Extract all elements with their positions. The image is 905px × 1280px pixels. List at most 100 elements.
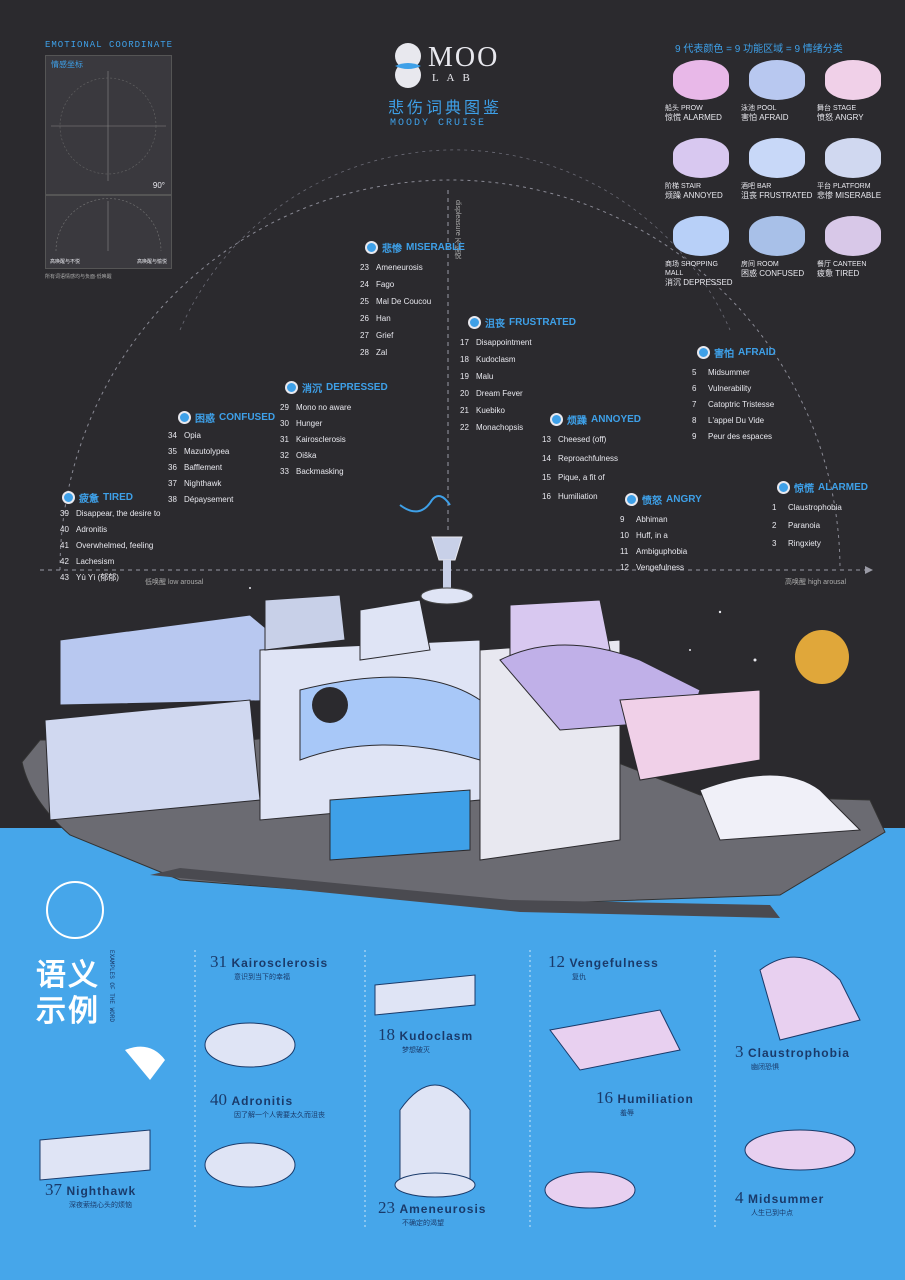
logo-text: MOO: [428, 42, 500, 73]
platform-icon: [825, 138, 881, 178]
canteen-icon: [825, 216, 881, 256]
page-subtitle: MOODY CRUISE: [390, 118, 487, 129]
card-subtitle: 意识到当下的幸福: [234, 974, 290, 981]
room-bed-icon: [749, 216, 805, 256]
card-number: 16: [596, 1088, 613, 1107]
card-subtitle: 幽闭恐惧: [751, 1064, 779, 1071]
logo-sub: L A B: [432, 72, 473, 84]
logo-mark-icon: [395, 43, 421, 88]
stage-icon: [825, 60, 881, 100]
category-dot-icon: [62, 491, 75, 504]
legend-item: 舞台 STAGE 愤怒 ANGRY: [817, 60, 889, 122]
card-subtitle: 梦想破灭: [402, 1047, 430, 1054]
card-number: 4: [735, 1188, 744, 1207]
card-title: Vengefulness: [569, 956, 659, 970]
legend-item: 泳池 POOL 害怕 AFRAID: [741, 60, 813, 122]
category-dot-icon: [468, 316, 481, 329]
card-title: Humiliation: [617, 1092, 694, 1106]
examples-title: 语义示例: [36, 959, 100, 1028]
example-card: 12 Vengefulness 复仇: [548, 952, 708, 982]
vertical-axis-label: displeasure 不愉悦: [454, 200, 461, 259]
card-title: Kairosclerosis: [231, 956, 329, 970]
category-dot-icon: [625, 493, 638, 506]
shopping-cart-icon: [673, 216, 729, 256]
legend-item: 餐厅 CANTEEN 疲惫 TIRED: [817, 216, 889, 278]
coordinate-note: 所有词语情感均与负面·低唤醒: [45, 274, 112, 280]
example-card: 37 Nighthawk 深夜萦绕心头的烦恼: [45, 1180, 195, 1210]
example-card: 31 Kairosclerosis 意识到当下的幸福: [210, 952, 360, 982]
category-dot-icon: [178, 411, 191, 424]
legend-grid: 船头 PROW 惊慌 ALARMED 泳池 POOL 害怕 AFRAID 舞台 …: [665, 60, 895, 300]
coord-box-label: 情感坐标: [51, 60, 83, 69]
legend-title: 9 代表颜色 = 9 功能区域 = 9 情绪分类: [675, 44, 843, 55]
card-number: 40: [210, 1090, 227, 1109]
category-dot-icon: [697, 346, 710, 359]
axis-low-label: 高唤醒与不悦: [50, 259, 81, 265]
card-number: 37: [45, 1180, 62, 1199]
example-card: 16 Humiliation 羞辱: [596, 1088, 716, 1118]
stair-icon: [673, 138, 729, 178]
card-number: 31: [210, 952, 227, 971]
card-number: 12: [548, 952, 565, 971]
category-dot-icon: [777, 481, 790, 494]
bar-icon: [749, 138, 805, 178]
card-subtitle: 不确定的渴望: [402, 1220, 444, 1227]
card-title: Midsummer: [747, 1192, 825, 1206]
pool-icon: [749, 60, 805, 100]
card-title: Ameneurosis: [399, 1202, 487, 1216]
category-dot-icon: [550, 413, 563, 426]
card-subtitle: 人生已到中点: [751, 1210, 793, 1217]
card-number: 18: [378, 1025, 395, 1044]
card-subtitle: 复仇: [572, 974, 586, 981]
card-title: Adronitis: [231, 1094, 294, 1108]
legend-item: 船头 PROW 惊慌 ALARMED: [665, 60, 737, 122]
legend-item: 商场 SHOPPING MALL 消沉 DEPRESSED: [665, 216, 737, 287]
axis-high-arousal: 高唤醒 high arousal: [785, 579, 847, 586]
card-number: 23: [378, 1198, 395, 1217]
legend-item: 房间 ROOM 困惑 CONFUSED: [741, 216, 813, 278]
emotion-coordinate-subchart: 高唤醒与不悦 高唤醒与愉悦: [45, 195, 172, 269]
card-subtitle: 深夜萦绕心头的烦恼: [69, 1202, 132, 1209]
example-card: 3 Claustrophobia 幽闭恐惧: [735, 1042, 895, 1072]
emotional-coordinate-title: EMOTIONAL COORDINATE: [45, 40, 174, 50]
card-subtitle: 羞辱: [620, 1110, 634, 1117]
ship-prow-icon: [673, 60, 729, 100]
legend-item: 阶梯 STAIR 烦躁 ANNOYED: [665, 138, 737, 200]
card-number: 3: [735, 1042, 744, 1061]
card-title: Nighthawk: [66, 1184, 137, 1198]
example-card: 18 Kudoclasm 梦想破灭: [378, 1025, 528, 1055]
category-dot-icon: [365, 241, 378, 254]
axis-low-arousal: 低唤醒 low arousal: [145, 579, 204, 586]
example-card: 4 Midsummer 人生已到中点: [735, 1188, 895, 1218]
example-card: 23 Ameneurosis 不确定的渴望: [378, 1198, 528, 1228]
examples-title-en: EXAMPLES OF THE WORD: [108, 950, 115, 1023]
card-subtitle: 因了解一个人需要太久而沮丧: [234, 1112, 325, 1119]
angle-label: 90°: [152, 181, 165, 190]
emotion-coordinate-chart: 情感坐标 90°: [45, 55, 172, 195]
category-dot-icon: [285, 381, 298, 394]
legend-item: 酒吧 BAR 沮丧 FRUSTRATED: [741, 138, 813, 200]
legend-item: 平台 PLATFORM 悲惨 MISERABLE: [817, 138, 889, 200]
card-title: Kudoclasm: [399, 1029, 474, 1043]
example-card: 40 Adronitis 因了解一个人需要太久而沮丧: [210, 1090, 360, 1120]
axis-high-label: 高唤醒与愉悦: [136, 259, 167, 265]
